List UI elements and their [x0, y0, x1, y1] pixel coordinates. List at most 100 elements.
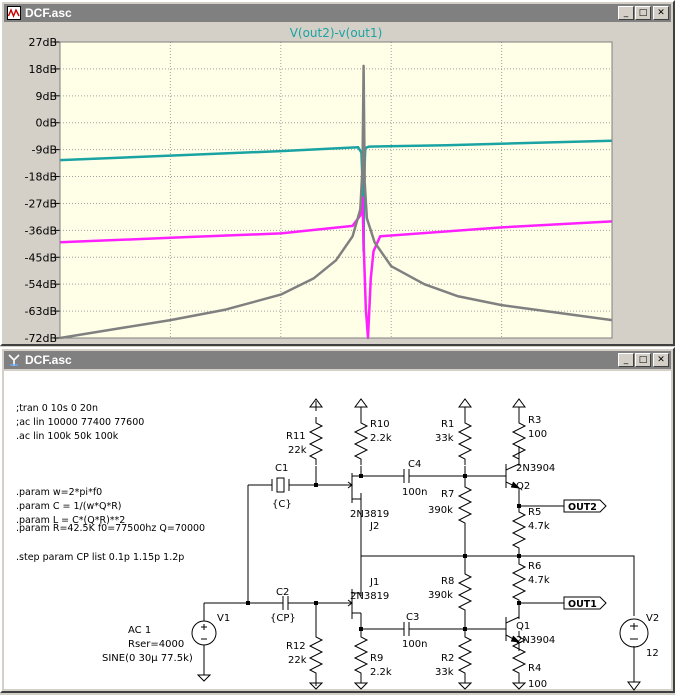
close-button[interactable]: ✕ [653, 6, 669, 20]
directive-line[interactable]: .param L = C*(Q*R)**2 [16, 515, 125, 526]
directive-line[interactable]: .param w=2*pi*f0 [16, 487, 102, 498]
source-param: AC 1 [128, 625, 151, 636]
series-line-3[interactable] [59, 64, 613, 340]
spice-directives: ;tran 0 10s 0 20n ;ac lin 10000 77400 77… [16, 403, 205, 563]
component-value: 12 [646, 648, 659, 659]
component-ref: C3 [406, 612, 419, 623]
bjt-q1[interactable]: Q1 2N3904 [499, 616, 555, 646]
y-tick-label: 27dB [28, 36, 57, 49]
voltage-source-v1[interactable]: V1 AC 1 Rser=4000 SINE(0 30µ 77.5k) [102, 613, 230, 664]
component-ref: R1 [441, 419, 454, 430]
net-label-out2[interactable]: OUT2 [563, 499, 607, 513]
plot-area[interactable] [60, 42, 612, 338]
directive-line[interactable]: .ac lin 100k 50k 100k [16, 431, 119, 442]
component-value: 2.2k [370, 433, 392, 444]
y-tick-label: -72dB [25, 332, 58, 345]
component-ref: J1 [369, 577, 379, 588]
waveform-window: DCF.asc _ □ ✕ 50KHz60KHz70KHz80KHz90KHz1… [0, 0, 675, 357]
source-param: SINE(0 30µ 77.5k) [102, 653, 193, 664]
component-ref: R11 [286, 431, 306, 442]
net-label-out1[interactable]: OUT1 [563, 596, 607, 610]
component-ref: C2 [276, 587, 289, 598]
y-tick-label: -18dB [25, 171, 58, 184]
waveform-window-titlebar[interactable]: DCF.asc _ □ ✕ [4, 4, 671, 22]
y-tick-label: -27dB [25, 197, 58, 210]
directive-line[interactable]: ;ac lin 10000 77400 77600 [16, 417, 144, 428]
x-tick-label: 60KHz [153, 344, 188, 346]
plot-pane[interactable]: 50KHz60KHz70KHz80KHz90KHz100KHz27dB18dB9… [4, 24, 671, 357]
y-tick-label: 0dB [35, 117, 57, 130]
crystal-c1[interactable]: C1 {C} [271, 463, 292, 510]
component-value: 390k [428, 505, 453, 516]
schematic-drawing[interactable]: ;tran 0 10s 0 20n ;ac lin 10000 77400 77… [4, 371, 675, 691]
resistor-r11[interactable]: R11 22k [286, 416, 323, 466]
component-value: 100 [528, 429, 547, 440]
schematic-canvas[interactable]: ;tran 0 10s 0 20n ;ac lin 10000 77400 77… [4, 371, 671, 691]
component-value: 2N3904 [516, 635, 555, 646]
component-value: 2N3819 [350, 509, 389, 520]
component-value: {CP} [270, 613, 296, 624]
component-value: 2.2k [370, 667, 392, 678]
component-value: 4.7k [528, 575, 550, 586]
bjt-q2[interactable]: 2N3904 Q2 [499, 463, 555, 492]
series-line-2[interactable] [59, 196, 613, 340]
waveform-icon [7, 6, 21, 20]
resistor-r2[interactable]: R2 33k [435, 630, 472, 680]
component-ref: J2 [369, 521, 379, 532]
directive-line[interactable]: .param R=42.5K f0=77500hz Q=70000 [16, 523, 205, 534]
jfet-j1[interactable]: J1 2N3819 [344, 577, 389, 619]
y-tick-label: -45dB [25, 251, 58, 264]
resistor-r7[interactable]: R7 390k [428, 480, 472, 530]
component-ref: R3 [528, 415, 541, 426]
component-ref: R8 [441, 576, 454, 587]
close-button[interactable]: ✕ [653, 353, 669, 367]
component-value: 100n [402, 639, 427, 650]
y-tick-label: -54dB [25, 278, 58, 291]
capacitor-c2[interactable]: C2 {CP} [270, 587, 296, 624]
component-ref: C4 [408, 459, 421, 470]
minimize-button[interactable]: _ [618, 6, 634, 20]
net-label-text: OUT2 [568, 502, 597, 513]
resistor-r9[interactable]: R9 2.2k [354, 630, 392, 680]
component-ref: R2 [441, 653, 454, 664]
minimize-button[interactable]: _ [618, 353, 634, 367]
capacitor-c4[interactable]: C4 100n [399, 459, 427, 498]
component-value: 22k [288, 445, 307, 456]
component-value: 100n [402, 487, 427, 498]
resistor-r3[interactable]: R3 100 [512, 415, 547, 466]
power-symbols [309, 398, 641, 691]
voltage-source-v2[interactable]: V2 12 [619, 613, 659, 659]
component-ref: V2 [646, 613, 659, 624]
resistor-r8[interactable]: R8 390k [428, 567, 472, 617]
resistor-r6[interactable]: R6 4.7k [512, 557, 550, 607]
schematic-window-titlebar[interactable]: DCF.asc _ □ ✕ [4, 351, 671, 369]
component-ref: R9 [370, 653, 383, 664]
maximize-button[interactable]: □ [635, 6, 651, 20]
directive-line[interactable]: ;tran 0 10s 0 20n [16, 403, 98, 414]
component-ref: R6 [528, 561, 541, 572]
resistor-r12[interactable]: R12 22k [286, 630, 323, 680]
y-tick-label: -9dB [32, 144, 58, 157]
x-tick-label: 90KHz [484, 344, 519, 346]
capacitor-c3[interactable]: C3 100n [399, 612, 427, 650]
resistor-r1[interactable]: R1 33k [435, 416, 472, 466]
resistor-r10[interactable]: R10 2.2k [354, 416, 392, 466]
component-ref: Q2 [516, 481, 530, 492]
directive-line[interactable]: .param C = 1/(w*Q*R) [16, 501, 122, 512]
component-value: 2N3904 [516, 463, 555, 474]
y-tick-label: 9dB [35, 90, 57, 103]
maximize-button[interactable]: □ [635, 353, 651, 367]
y-tick-label: -36dB [25, 224, 58, 237]
plot-title: V(out2)-v(out1) [290, 26, 383, 40]
bode-plot[interactable]: 50KHz60KHz70KHz80KHz90KHz100KHz27dB18dB9… [4, 24, 675, 357]
schematic-window: DCF.asc _ □ ✕ ;tran 0 10s 0 20n ;ac lin … [0, 347, 675, 693]
resistor-r5[interactable]: R5 4.7k [512, 505, 550, 555]
component-value: 100 [528, 679, 547, 690]
resistor-r4[interactable]: R4 100 [512, 630, 547, 690]
source-param: Rser=4000 [128, 639, 184, 650]
component-ref: R5 [528, 507, 541, 518]
schematic-icon [8, 354, 20, 366]
jfet-j2[interactable]: 2N3819 J2 [344, 473, 389, 532]
x-tick-label: 70KHz [263, 344, 298, 346]
directive-line[interactable]: .step param CP list 0.1p 1.15p 1.2p [16, 552, 184, 563]
